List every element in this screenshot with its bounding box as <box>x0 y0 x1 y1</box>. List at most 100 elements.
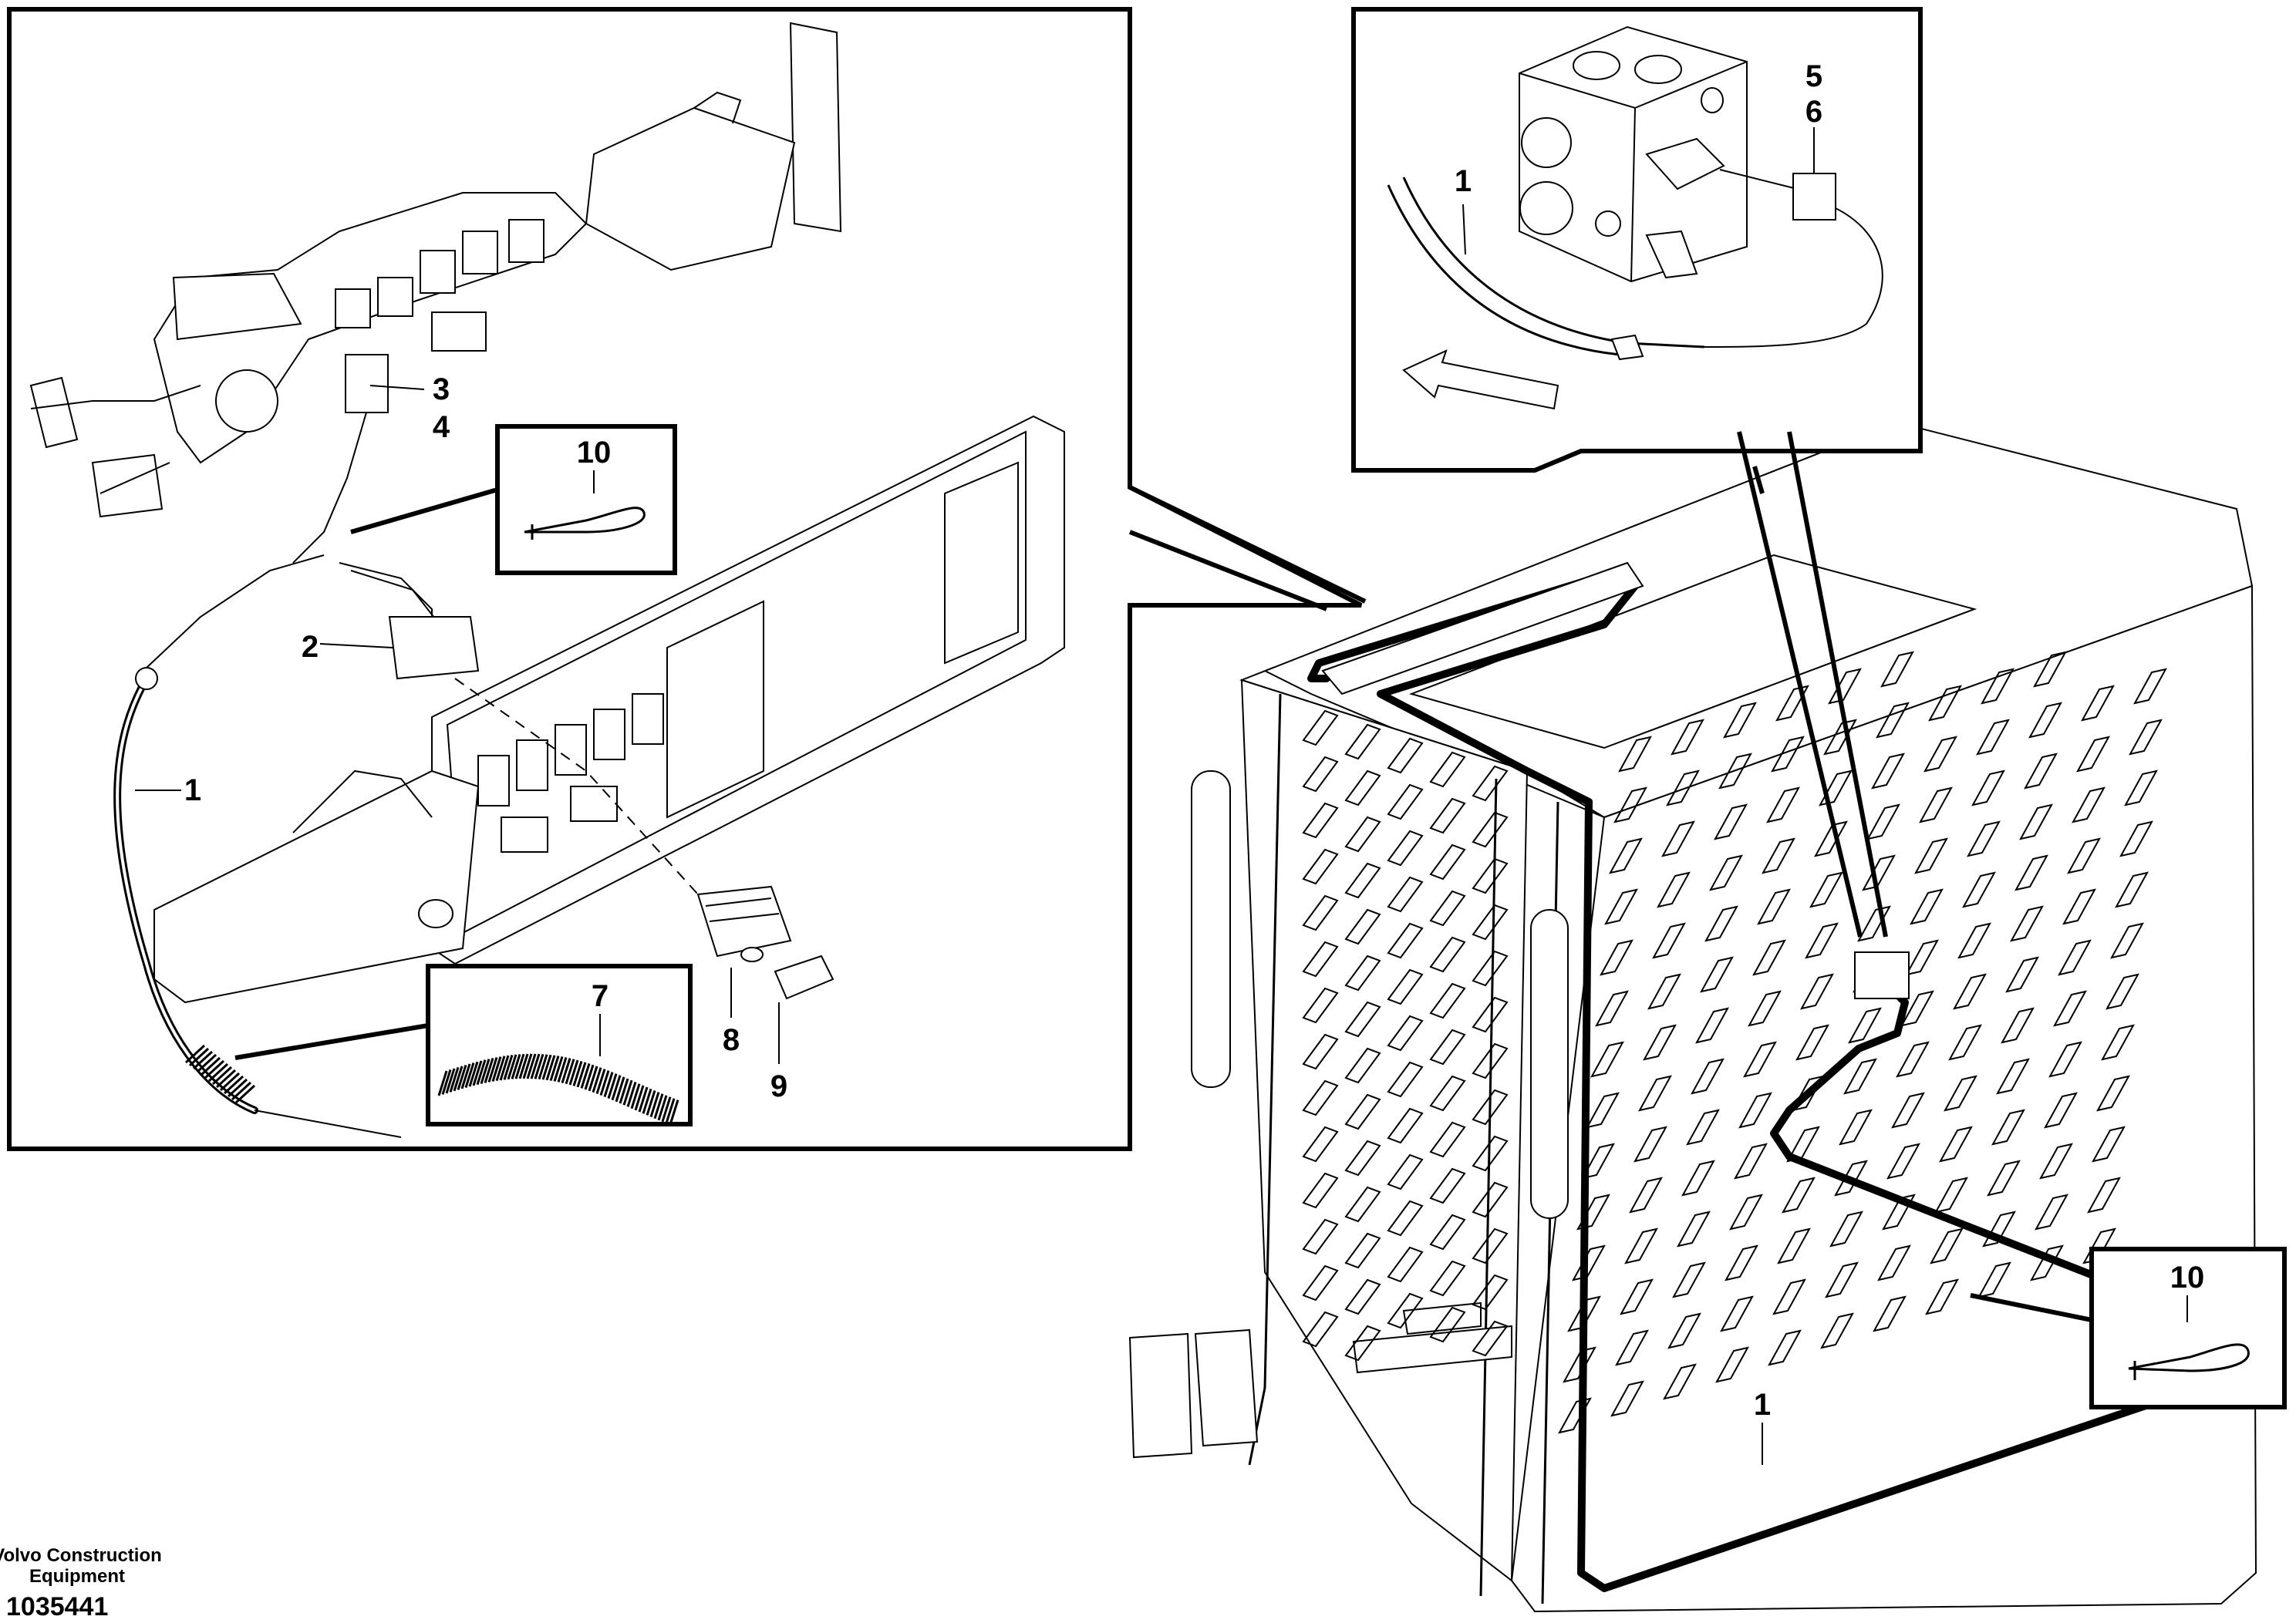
spring-coil <box>611 1075 622 1101</box>
sleeve-coil <box>215 1069 237 1089</box>
mesh-cell <box>2092 1126 2126 1163</box>
spring-coil <box>595 1069 606 1095</box>
mesh-cell <box>2062 888 2096 925</box>
mesh-cell <box>2106 973 2139 1010</box>
sleeve-coil <box>227 1078 248 1098</box>
mesh-cell <box>1925 1278 1959 1315</box>
spring-coil <box>464 1062 475 1089</box>
valve-block-small <box>1854 951 1910 999</box>
mesh-cell <box>1848 1007 1882 1044</box>
mesh-cell <box>2053 990 2087 1027</box>
mesh-cell <box>1472 1089 1509 1126</box>
spring-coil <box>499 1055 510 1081</box>
mesh-cell <box>2035 1194 2068 1231</box>
cab-illustration <box>1128 421 2257 1613</box>
mesh-cell <box>1977 1261 2011 1298</box>
mesh-cell <box>1718 753 1752 790</box>
spring-coil <box>514 1053 525 1079</box>
spring-coil <box>530 1053 541 1079</box>
mesh-cell <box>1387 1153 1424 1190</box>
mesh-cell <box>1928 685 1962 722</box>
mesh-cell <box>1563 1346 1596 1383</box>
mesh-cell <box>1302 1172 1339 1209</box>
mesh-cell <box>1814 820 1848 857</box>
spring-coil <box>495 1056 506 1082</box>
spring-coil <box>445 1068 456 1094</box>
mesh-cell <box>1302 941 1339 978</box>
mesh-cell <box>1615 1329 1649 1366</box>
mesh-cell <box>2129 719 2163 756</box>
mesh-cell <box>1595 990 1629 1027</box>
mesh-cell <box>2005 956 2039 993</box>
mesh-cell <box>1600 939 1633 976</box>
spring-coil <box>580 1063 591 1089</box>
spring-coil <box>642 1088 652 1114</box>
mesh-cell <box>1910 888 1944 925</box>
spring-coil <box>541 1054 552 1080</box>
mesh-cell <box>1681 1160 1715 1197</box>
callout-9: 9 <box>770 1069 787 1103</box>
mesh-cell <box>1825 1261 1859 1298</box>
spring-coil <box>534 1053 544 1079</box>
mesh-cell <box>1429 890 1466 927</box>
spring-coil <box>661 1096 672 1123</box>
mesh-cell <box>1725 1244 1758 1281</box>
mesh-cell <box>1429 797 1466 834</box>
mesh-cell <box>1344 1093 1381 1130</box>
mesh-cell <box>1896 1041 1930 1078</box>
switch-slot-2 <box>516 739 548 791</box>
spring-coil <box>565 1059 575 1085</box>
callout-8: 8 <box>723 1023 740 1057</box>
callout-3: 3 <box>433 372 450 406</box>
spring-coil <box>634 1085 645 1111</box>
mesh-cell <box>1429 982 1466 1019</box>
mesh-cell <box>1472 1320 1509 1357</box>
switch-slot-7 <box>570 786 618 822</box>
mesh-cell <box>2010 905 2044 942</box>
mesh-cell <box>1344 1278 1381 1315</box>
spring-coil <box>626 1082 637 1107</box>
sleeve-coil <box>234 1084 256 1104</box>
spring-coil <box>630 1083 641 1109</box>
spring-coil <box>460 1063 471 1089</box>
connector-line-valve <box>1737 431 1863 938</box>
mesh-cell <box>1715 1346 1749 1383</box>
mesh-cell <box>2067 837 2101 874</box>
sleeve-coil <box>188 1047 210 1067</box>
sleeve-coil <box>223 1075 244 1095</box>
mesh-cell <box>2096 1075 2130 1112</box>
switch-slot-1 <box>477 755 510 806</box>
mesh-cell <box>1633 1126 1667 1163</box>
mesh-cell <box>1344 1001 1381 1038</box>
spring-coil <box>557 1056 568 1083</box>
spring-coil <box>487 1057 498 1083</box>
spring-coil <box>522 1053 533 1079</box>
mesh-cell <box>1429 751 1466 788</box>
spring-coil <box>538 1054 548 1080</box>
mesh-cell <box>1429 1029 1466 1066</box>
spring-coil <box>549 1056 560 1082</box>
inset-cable-tie-right <box>1970 1247 2287 1409</box>
mesh-cell <box>1663 1363 1697 1400</box>
cable-end-fitting <box>135 667 158 690</box>
mesh-pattern <box>1302 651 2167 1434</box>
mesh-cell <box>1752 939 1786 976</box>
spring-coil <box>518 1053 529 1079</box>
inset-cable-tie-left <box>495 424 677 575</box>
mesh-cell <box>1387 922 1424 959</box>
mesh-cell <box>1472 857 1509 894</box>
spring-coil <box>561 1058 571 1083</box>
mesh-cell <box>1987 1160 2021 1197</box>
inset-spring-7 <box>426 964 693 1126</box>
mesh-cell <box>1344 816 1381 853</box>
connector-2 <box>388 616 480 680</box>
mesh-cell <box>2119 820 2153 857</box>
mesh-cell <box>1604 888 1638 925</box>
mesh-cell <box>1387 737 1424 774</box>
mesh-cell <box>1429 936 1466 973</box>
spring-coil <box>526 1053 537 1079</box>
mesh-cell <box>1996 1058 2030 1095</box>
mesh-cell <box>1429 1306 1466 1343</box>
mesh-cell <box>1647 973 1681 1010</box>
spring-coil <box>441 1069 452 1095</box>
